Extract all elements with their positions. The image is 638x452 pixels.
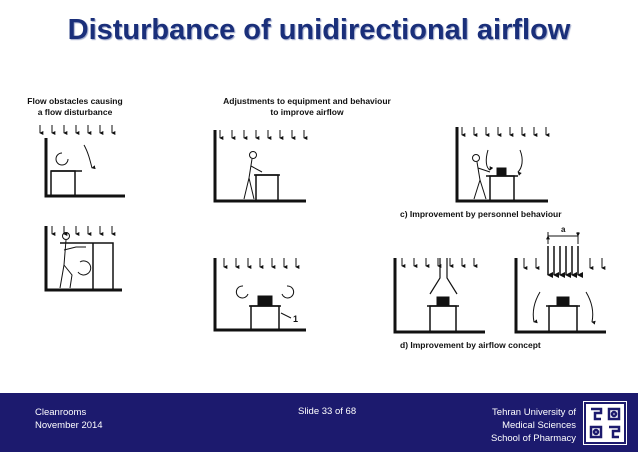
university-line1: Tehran University of bbox=[492, 407, 576, 418]
airflow-disturbance-figure: Flow obstacles causing a flow disturbanc… bbox=[27, 96, 606, 350]
panel-equipment-adjustment bbox=[213, 258, 306, 332]
university-logo-icon bbox=[583, 401, 627, 445]
footer-bar: Cleanrooms November 2014 Slide 33 of 68 … bbox=[0, 393, 638, 452]
panel-airflow-concept-nozzle bbox=[393, 258, 485, 334]
panel-adjusted-person-standing bbox=[213, 130, 308, 203]
slide-number: Slide 33 of 68 bbox=[298, 406, 357, 417]
caption-airflow-concept: d) Improvement by airflow concept bbox=[400, 340, 541, 350]
label-a: a bbox=[561, 225, 566, 234]
heading-left-line1: Flow obstacles causing bbox=[27, 96, 122, 106]
label-1: 1 bbox=[293, 314, 298, 324]
heading-mid-line1: Adjustments to equipment and behaviour bbox=[223, 96, 391, 106]
school-name: School of Pharmacy bbox=[490, 433, 576, 444]
slide-title: Disturbance of unidirectional airflow bbox=[67, 14, 571, 46]
panel-flow-obstacle-table bbox=[39, 125, 125, 198]
panel-personnel-behaviour bbox=[455, 127, 550, 203]
footer-course: Cleanrooms bbox=[35, 407, 87, 418]
university-line2: Medical Sciences bbox=[502, 420, 576, 431]
caption-personnel-behaviour: c) Improvement by personnel behaviour bbox=[400, 209, 562, 219]
footer-left: Cleanrooms November 2014 bbox=[35, 406, 103, 432]
heading-left-line2: a flow disturbance bbox=[38, 107, 113, 117]
footer-date: November 2014 bbox=[35, 420, 103, 431]
panel-airflow-concept-spacing bbox=[514, 232, 606, 334]
panel-flow-obstacle-person bbox=[44, 226, 122, 292]
heading-mid-line2: to improve airflow bbox=[270, 107, 344, 117]
footer-right: Tehran University of Medical Sciences Sc… bbox=[491, 406, 576, 445]
